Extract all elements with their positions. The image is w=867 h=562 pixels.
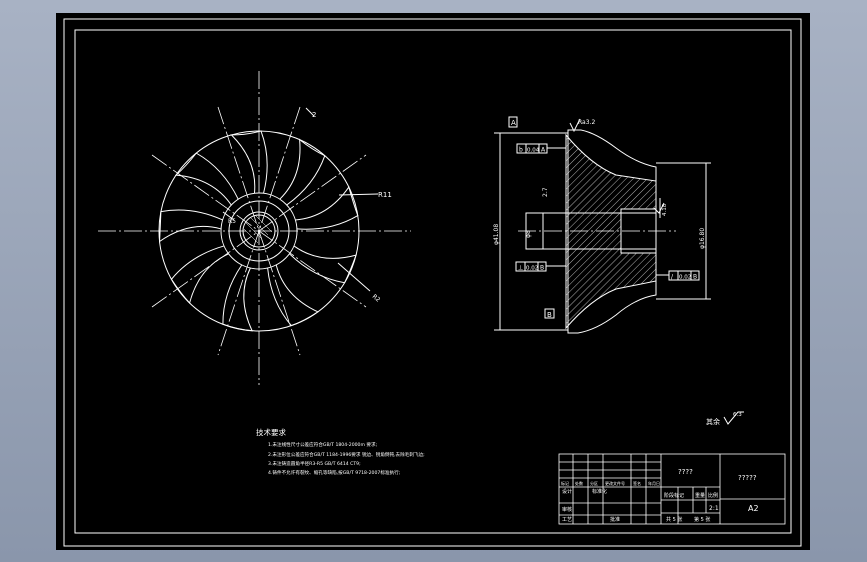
- svg-text:0.02: 0.02: [526, 266, 538, 272]
- section-view: A B b 0.04 A ⊥ 0.02 B / 0.02 B: [493, 116, 711, 334]
- impeller-blade: [222, 264, 253, 332]
- svg-text:A: A: [541, 147, 546, 154]
- impeller-blade: [295, 185, 359, 230]
- datum-b-label: B: [547, 311, 552, 319]
- impeller-blade: [159, 209, 223, 243]
- title-block-standard-label: 标准化: [592, 488, 607, 495]
- roughness-label: Ra3.2: [578, 119, 595, 126]
- title-block-weight-label: 重量: [695, 492, 705, 499]
- title-block-row-label: 处数: [575, 480, 583, 486]
- label-blade-radius: R2: [371, 293, 382, 304]
- title-block-design-label: 设计: [562, 488, 572, 495]
- dim-ref-height: 2.7: [542, 187, 549, 197]
- title-block: ???? ????? A2 2:1 阶段标记 重量 比例 共 5 张 第 5 张…: [558, 453, 786, 525]
- tolerance-frame-right: / 0.02 B: [656, 270, 700, 281]
- svg-text:0.04: 0.04: [527, 148, 540, 154]
- svg-text:⊥: ⊥: [518, 265, 523, 272]
- datum-a-label: A: [511, 119, 516, 127]
- note-line-3: 3.未注铸造圆角半径R3-R5 GB/T 6414 CT9;: [268, 460, 361, 467]
- tolerance-frame-top: b 0.04 A: [516, 143, 566, 154]
- title-block-sheet-count: 共 5 张: [666, 516, 682, 523]
- title-block-row-label: 标记: [561, 480, 569, 486]
- title-block-approve-label: 批准: [610, 516, 620, 523]
- dim-outer-diameter: φ41.08: [493, 224, 500, 245]
- inner-frame: [74, 29, 792, 534]
- svg-text:6.3: 6.3: [733, 412, 742, 418]
- svg-text:B: B: [540, 265, 544, 272]
- notes-heading: 技术要求: [256, 427, 286, 437]
- svg-text:b: b: [519, 147, 523, 154]
- dim-bore-diameter: φ8: [525, 230, 532, 238]
- title-block-sheet-index: 第 5 张: [694, 516, 710, 523]
- impeller-blade: [267, 264, 319, 327]
- outer-frame: [63, 18, 802, 547]
- impeller-blade: [230, 130, 268, 194]
- label-blade-angle: 2: [312, 111, 316, 119]
- title-block-process-label: 工艺: [562, 517, 572, 523]
- cad-drawing-sheet: 2 R11 R5 R2 A B: [56, 13, 810, 550]
- svg-text:其余: 其余: [706, 417, 720, 426]
- svg-text:0.02: 0.02: [679, 275, 691, 281]
- title-block-row-label: 年月日: [648, 480, 660, 486]
- dim-ref-width: 4.18: [662, 203, 668, 216]
- title-block-scale-label: 比例: [708, 492, 718, 499]
- front-view-impeller: 2 R11 R5 R2: [98, 71, 411, 385]
- title-block-row-label: 更改文件号: [605, 480, 625, 486]
- impeller-blade: [174, 152, 239, 206]
- title-block-check-label: 审核: [562, 506, 572, 513]
- title-block-scale: 2:1: [709, 505, 719, 512]
- label-hub-radius: R5: [228, 218, 236, 225]
- title-block-stage-label: 阶段标记: [664, 492, 684, 499]
- impeller-blade: [170, 245, 229, 304]
- title-block-org-name: ?????: [738, 474, 757, 482]
- note-line-4: 4.铸件不允许有裂纹、缩孔等缺陷,按GB/T 9718-2007标准执行;: [268, 469, 401, 476]
- note-line-1: 1.未注线性尺寸公差应符合GB/T 1804-2000m 要求;: [268, 441, 378, 448]
- technical-notes: 技术要求 1.未注线性尺寸公差应符合GB/T 1804-2000m 要求; 2.…: [256, 427, 425, 476]
- impeller-blade: [289, 245, 357, 284]
- surface-finish-note: 其余 6.3: [706, 411, 744, 426]
- title-block-drawing-name: ????: [678, 468, 693, 476]
- title-block-sheet-size: A2: [748, 504, 759, 513]
- svg-text:/: /: [671, 274, 674, 281]
- label-outer-radius: R11: [378, 191, 392, 199]
- dim-right-diameter: φ16.80: [699, 228, 706, 249]
- tolerance-frame-mid: ⊥ 0.02 B: [515, 261, 566, 272]
- note-line-2: 2.未注形位公差应符合GB/T 1184-1996要求 锐边、锐角倒钝,去除毛刺…: [268, 451, 425, 458]
- impeller-blade: [279, 138, 326, 206]
- title-block-row-label: 分区: [590, 480, 598, 486]
- title-block-row-label: 签名: [633, 480, 641, 486]
- svg-text:B: B: [693, 274, 697, 281]
